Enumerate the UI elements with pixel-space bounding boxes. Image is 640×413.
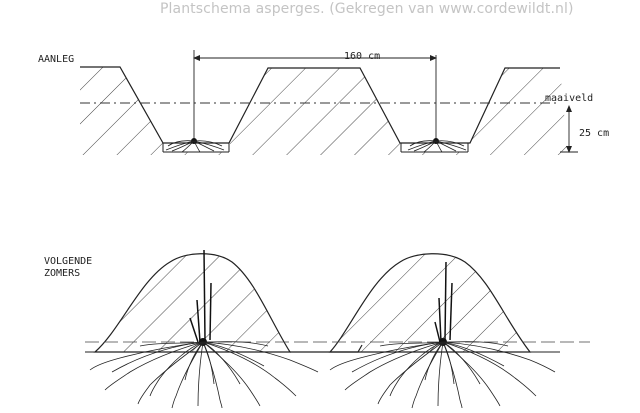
volgende-zomers-section xyxy=(85,249,590,409)
depth-label: 25 cm xyxy=(579,128,610,139)
trench-profile xyxy=(80,66,560,144)
aanleg-section xyxy=(80,50,578,155)
image-caption: Plantschema asperges. (Gekregen van www.… xyxy=(160,1,574,17)
section-label-aanleg: AANLEG xyxy=(38,54,75,65)
spacing-label: 160 cm xyxy=(344,51,381,62)
mound-2 xyxy=(328,253,532,353)
stems-plant-2 xyxy=(434,261,453,343)
section-label-zomers: ZOMERS xyxy=(44,268,81,279)
ground-level-label: maaiveld xyxy=(545,93,594,104)
soil-hatch-top xyxy=(80,67,568,155)
section-label-volgende: VOLGENDE xyxy=(44,256,93,267)
roots-top-1 xyxy=(165,140,225,153)
mound-1 xyxy=(93,253,292,353)
roots-top-2 xyxy=(407,140,467,153)
roots-plant-2 xyxy=(329,341,556,409)
stems-plant-1 xyxy=(189,249,212,343)
roots-plant-1 xyxy=(89,341,319,409)
ground-between-mounds xyxy=(290,344,363,353)
